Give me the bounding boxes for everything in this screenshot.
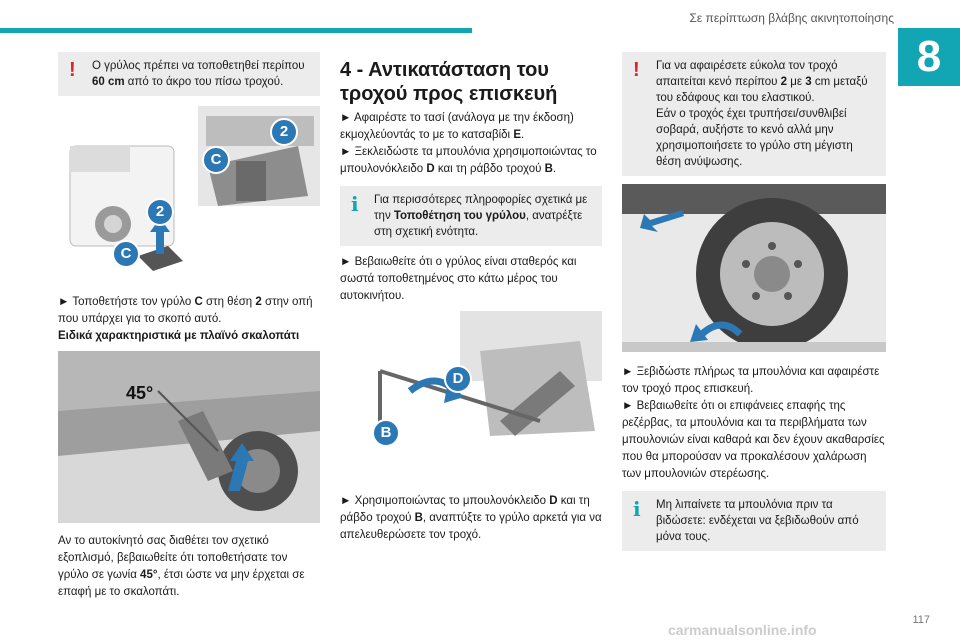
warning-icon: ! <box>69 59 76 81</box>
warning-box-clearance: ! Για να αφαιρέσετε εύκολα τον τροχό απα… <box>622 52 886 176</box>
jack-wrench-illustration <box>378 311 602 436</box>
wheel-removal-illustration <box>622 184 886 352</box>
step-check-jack: ► Βεβαιωθείτε ότι ο γρύλος είναι σταθερό… <box>340 256 577 302</box>
angle-label: 45° <box>126 383 154 403</box>
info-icon: i <box>351 192 359 216</box>
step-remove-wheel: ► Ξεβιδώστε πλήρως τα μπουλόνια και αφαι… <box>622 366 880 395</box>
badge-c: C <box>202 146 230 174</box>
section-title: Σε περίπτωση βλάβης ακινητοποίησης <box>689 11 894 25</box>
warning-box-jack-position: ! Ο γρύλος πρέπει να τοποθετηθεί περίπου… <box>58 52 320 96</box>
info-box-jack: i Για περισσότερες πληροφορίες σχετικά μ… <box>340 186 602 246</box>
jack-angle-illustration <box>58 351 320 511</box>
badge-2: 2 <box>270 118 298 146</box>
column-3: ! Για να αφαιρέσετε εύκολα τον τροχό απα… <box>622 52 886 551</box>
figure-jack-placement: 2 C 2 C <box>58 106 320 276</box>
header-bar <box>0 28 472 33</box>
step-remove-hubcap: ► Αφαιρέστε το τασί (ανάλογα με την έκδο… <box>340 112 574 141</box>
watermark: carmanualsonline.info <box>668 622 817 638</box>
info-box-lubricate: i Μη λιπαίνετε τα μπουλόνια πριν τα βιδώ… <box>622 491 886 551</box>
column-1: ! Ο γρύλος πρέπει να τοποθετηθεί περίπου… <box>58 52 320 601</box>
badge-c-small: C <box>112 240 140 268</box>
jack-placement-illustration <box>69 106 320 271</box>
chapter-tab: 8 <box>898 28 960 86</box>
section-heading-replace-wheel: 4 - Αντικατάσταση του τροχού προς επισκε… <box>340 59 558 105</box>
badge-d: D <box>444 365 472 393</box>
step-check-surfaces: ► Βεβαιωθείτε ότι οι επιφάνειες επαφής τ… <box>622 400 885 480</box>
warning-icon: ! <box>633 59 640 81</box>
page-number: 117 <box>912 614 930 626</box>
figure-jack-wrench: D B <box>340 311 602 483</box>
step-place-jack: ► Τοποθετήστε τον γρύλο C στη θέση 2 στη… <box>58 296 313 325</box>
step-raise-jack: ► Χρησιμοποιώντας το μπουλονόκλειδο D κα… <box>340 495 602 541</box>
figure-wheel-removal <box>622 184 886 352</box>
info-icon: i <box>633 497 641 521</box>
para-side-step-angle: Αν το αυτοκίνητό σας διαθέτει τον σχετικ… <box>58 535 305 598</box>
step-unlock-bolts: ► Ξεκλειδώστε τα μπουλόνια χρησιμοποιώντ… <box>340 146 597 175</box>
badge-2-small: 2 <box>146 198 174 226</box>
subheading-side-step: Ειδικά χαρακτηριστικά με πλαϊνό σκαλοπάτ… <box>58 330 300 342</box>
badge-b: B <box>372 419 400 447</box>
figure-jack-45deg: 45° <box>58 351 320 523</box>
column-2: 4 - Αντικατάσταση του τροχού προς επισκε… <box>340 52 602 544</box>
